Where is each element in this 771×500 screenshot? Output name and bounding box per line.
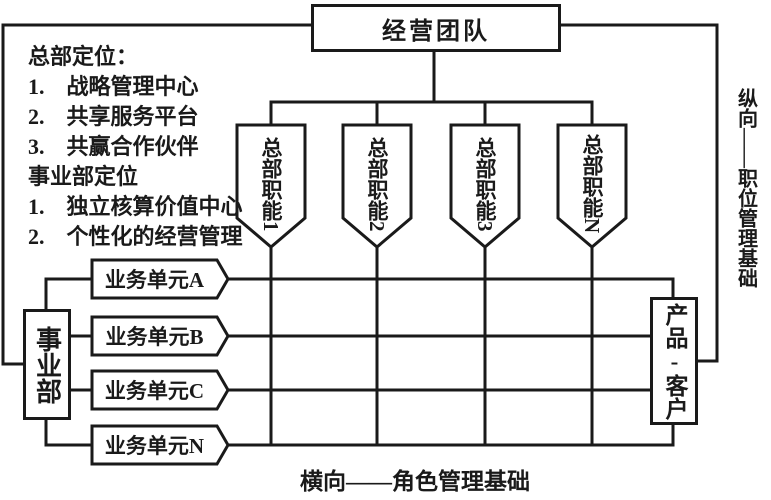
hq-function-1-shape [235,123,307,249]
business-unit-b-shape [90,315,230,357]
right-margin-connector [561,23,719,363]
business-unit-c-label: 业务单元C [104,379,205,403]
row-n-line [228,425,675,447]
business-unit-n-shape [90,424,230,466]
note-line: 总部定位： [28,44,139,69]
business-unit-b-label: 业务单元B [105,325,204,349]
vertical-axis-caption: 纵向——职位管理基础 [734,88,757,288]
hq-function-n-shape [556,123,628,249]
row-a-line [228,277,675,297]
business-unit-a-label: 业务单元A [104,268,205,292]
hq-function-3-shape [449,123,521,249]
note-line: 2. 个性化的经营管理 [28,224,243,249]
positioning-notes: 总部定位： 1. 战略管理中心 2. 共享服务平台 3. 共赢合作伙伴 事业部定… [28,42,278,252]
horizontal-axis-caption: 横向——角色管理基础 [300,469,530,494]
business-unit-a-shape [90,258,230,300]
management-team-box: 经营团队 [311,4,561,52]
note-line: 2. 共享服务平台 [28,104,199,129]
business-unit-n-label: 业务单元N [104,434,205,458]
function-column-lines [269,247,594,445]
note-line: 事业部定位 [28,164,139,189]
hq-function-2-shape [341,123,413,249]
note-line: 1. 战略管理中心 [28,74,199,99]
hq-function-n-label: 总部职能N [580,134,604,234]
hq-function-2-label: 总部职能2 [365,136,389,232]
business-unit-c-shape [90,369,230,411]
note-line: 3. 共赢合作伙伴 [28,134,199,159]
left-margin-connector [1,23,311,366]
note-line: 1. 独立核算价值中心 [28,194,243,219]
business-division-box: 事业部 [23,309,71,420]
hq-function-3-label: 总部职能3 [473,136,497,232]
product-customer-box: 产品-客户 [650,297,698,425]
hq-function-1-label: 总部职能1 [259,136,283,232]
distribution-rail [269,100,594,125]
